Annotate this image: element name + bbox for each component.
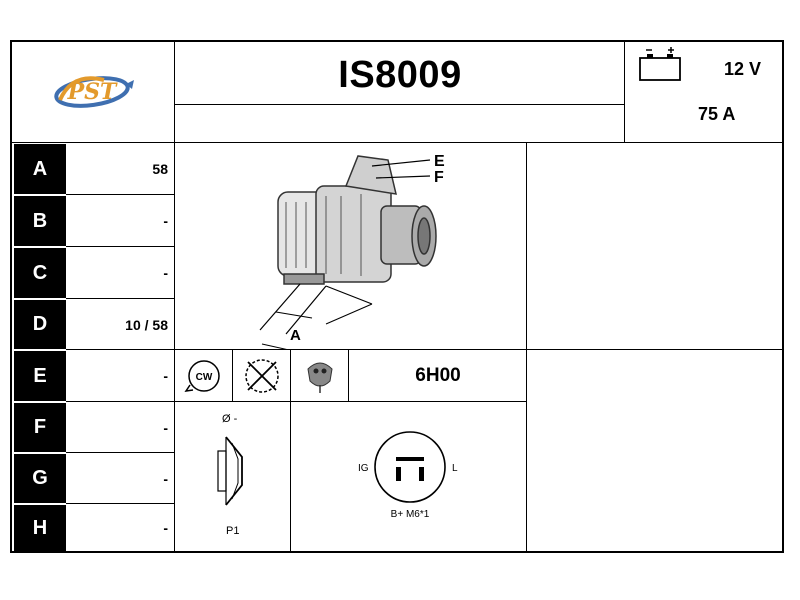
dimension-label: D bbox=[14, 300, 66, 349]
pulley-code: P1 bbox=[226, 525, 240, 537]
dimension-label: F bbox=[14, 403, 66, 452]
row-divider bbox=[66, 298, 174, 299]
connector-icon: IG L B+ M6*1 bbox=[358, 431, 458, 520]
divider bbox=[174, 349, 784, 350]
dimension-value: - bbox=[163, 213, 168, 229]
dimension-value: - bbox=[163, 470, 168, 487]
diagram-label-f: F bbox=[434, 169, 444, 186]
pulley-diameter: Ø - bbox=[222, 413, 238, 425]
electrical-spec: 12 V 75 A bbox=[626, 42, 784, 142]
row-divider bbox=[66, 401, 174, 402]
spec-sheet: PST IS8009 12 V 75 A A B C D E F G H 58 … bbox=[10, 40, 784, 553]
diagram-label-a: A bbox=[290, 327, 301, 344]
divider bbox=[624, 42, 625, 142]
dimension-label: G bbox=[14, 454, 66, 503]
row-divider bbox=[66, 503, 174, 504]
pulley-icon bbox=[217, 436, 243, 506]
voltage-value: 12 V bbox=[724, 59, 762, 79]
dimension-label: E bbox=[14, 351, 66, 401]
logo-area: PST bbox=[12, 42, 174, 142]
divider bbox=[232, 349, 233, 401]
empty-panel bbox=[528, 351, 784, 553]
logo-text: PST bbox=[67, 79, 118, 105]
rotation-cell: CW bbox=[176, 351, 232, 401]
dimension-value: - bbox=[163, 520, 168, 536]
connector-cell: IG L B+ M6*1 bbox=[292, 403, 526, 553]
divider bbox=[12, 142, 784, 143]
divider bbox=[174, 104, 624, 105]
row-divider bbox=[66, 246, 174, 247]
regulator-cell bbox=[292, 351, 348, 401]
diagram-label-e: E bbox=[434, 153, 445, 170]
dimension-value: 10 / 58 bbox=[125, 316, 168, 333]
alternator-diagram: E F A B D bbox=[176, 144, 526, 376]
divider bbox=[174, 401, 526, 402]
amperage-value: 75 A bbox=[698, 104, 736, 124]
row-divider bbox=[66, 349, 174, 350]
divider bbox=[290, 349, 291, 553]
dimension-label: C bbox=[14, 248, 66, 298]
regulator-code: 6H00 bbox=[415, 365, 461, 386]
connector-ig-label: IG bbox=[358, 463, 369, 474]
dimension-label: H bbox=[14, 505, 66, 551]
divider bbox=[526, 142, 527, 553]
battery-icon bbox=[639, 47, 681, 81]
connector-l-label: L bbox=[452, 463, 458, 474]
regulator-icon bbox=[307, 362, 333, 393]
fan-cell bbox=[234, 351, 290, 401]
fan-crossed-icon bbox=[245, 359, 279, 393]
pst-logo: PST bbox=[54, 76, 134, 108]
dimension-value: - bbox=[163, 265, 168, 281]
divider bbox=[348, 349, 349, 401]
empty-panel bbox=[528, 144, 784, 349]
row-divider bbox=[66, 194, 174, 195]
dimension-value: - bbox=[163, 368, 168, 384]
divider bbox=[174, 42, 175, 553]
pulley-cell: Ø - P1 bbox=[176, 403, 290, 553]
dimension-label: A bbox=[14, 144, 66, 194]
rotation-label: CW bbox=[196, 372, 213, 383]
dimension-value: 58 bbox=[152, 161, 168, 177]
connector-b-label: B+ M6*1 bbox=[391, 509, 430, 520]
rotation-cw-icon: CW bbox=[184, 360, 220, 392]
alternator-drawing: E F A B D bbox=[259, 153, 445, 376]
dimension-label: B bbox=[14, 196, 66, 246]
dimension-value: - bbox=[163, 419, 168, 436]
part-number: IS8009 bbox=[338, 53, 462, 96]
row-divider bbox=[66, 452, 174, 453]
